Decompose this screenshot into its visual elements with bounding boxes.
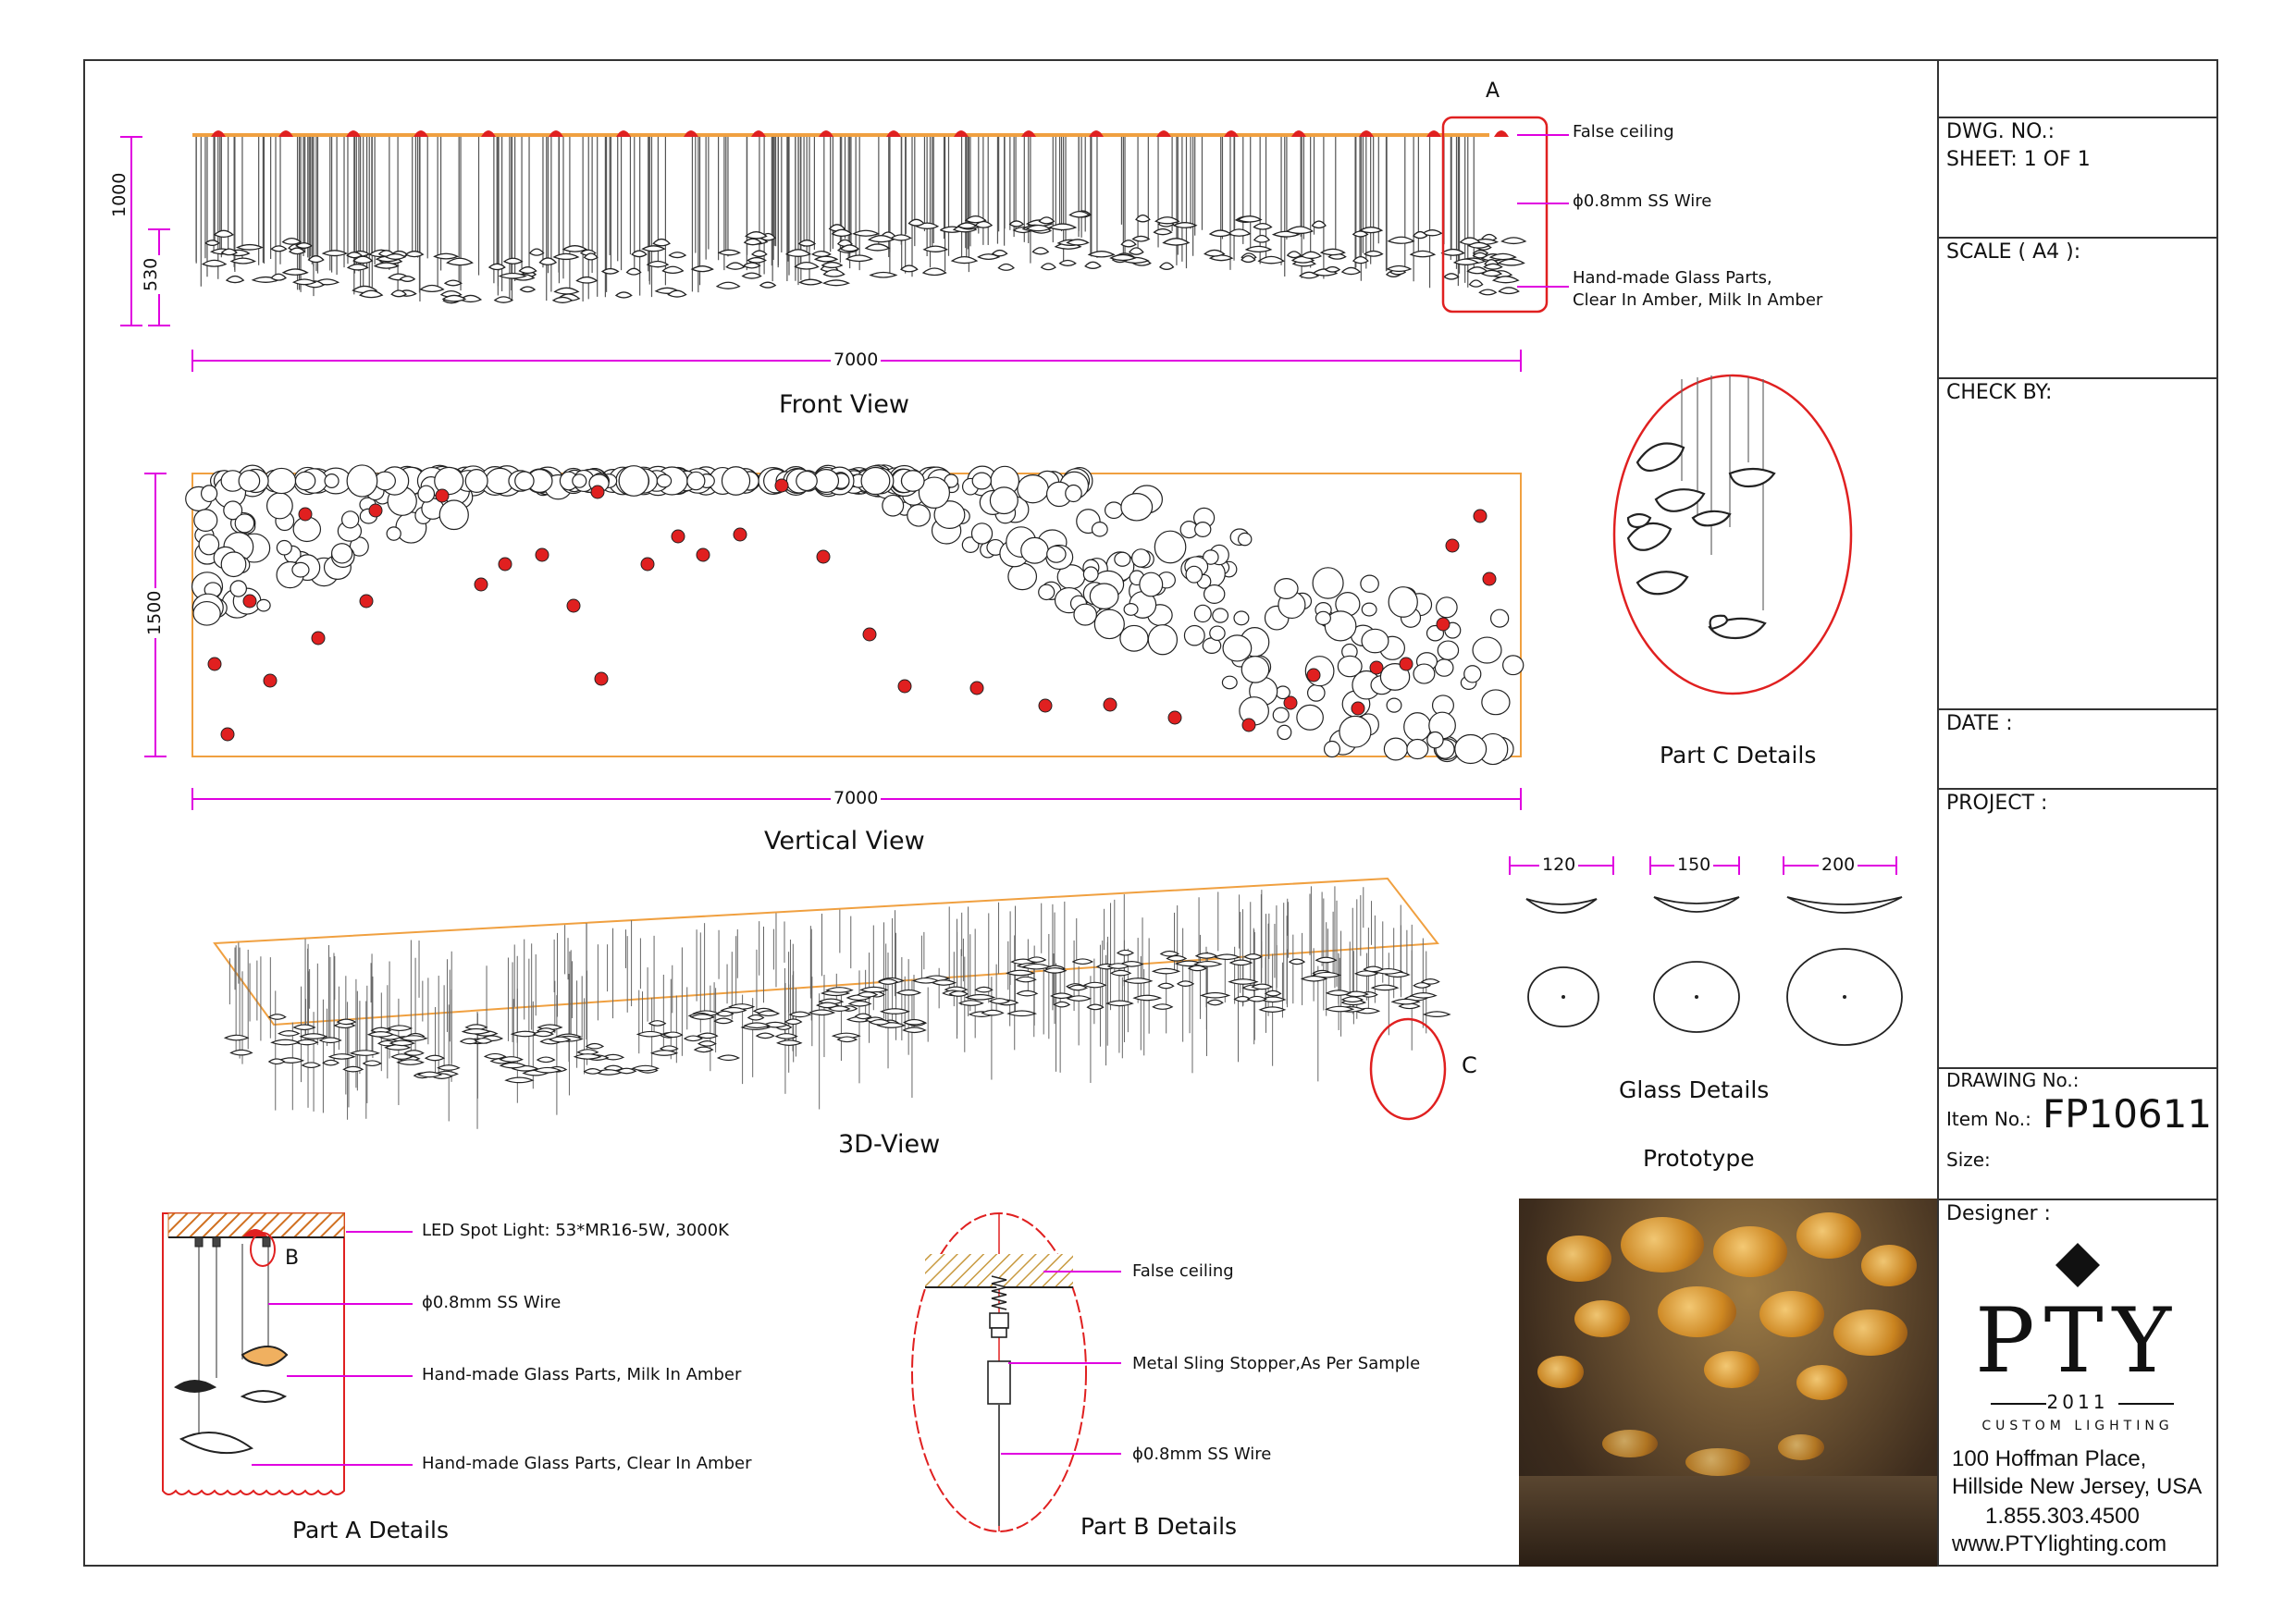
logo-text: PTY <box>1975 1289 2180 1393</box>
part-a-drawing <box>162 1212 413 1495</box>
3d-view-title: 3D-View <box>838 1130 941 1159</box>
3d-view-drawing <box>213 877 1451 1129</box>
part-b-wire-label: ϕ0.8mm SS Wire <box>1132 1445 1272 1464</box>
logo-tagline: CUSTOM LIGHTING <box>1981 1419 2174 1433</box>
drawing-no-label: DRAWING No.: <box>1946 1069 2080 1091</box>
vertical-width-dim: 7000 <box>831 788 882 808</box>
glass-size-200: 200 <box>1819 855 1858 875</box>
part-b-drawing <box>911 1212 1121 1532</box>
phone: 1.855.303.4500 <box>1985 1504 2140 1529</box>
front-glass-height-dim: 530 <box>141 254 161 294</box>
front-glass-label-1: Hand-made Glass Parts, <box>1573 268 1772 288</box>
website-link[interactable]: www.PTYlighting.com <box>1952 1531 2167 1556</box>
front-height-dim: 1000 <box>109 169 130 220</box>
sheet-label: SHEET: 1 OF 1 <box>1946 148 2091 171</box>
front-glass-label-2: Clear In Amber, Milk In Amber <box>1573 290 1823 310</box>
front-view-title: Front View <box>779 390 909 419</box>
part-a-title: Part A Details <box>292 1517 450 1543</box>
address-line-1: 100 Hoffman Place, <box>1952 1446 2147 1471</box>
logo-diamond-icon <box>2055 1243 2100 1287</box>
glass-size-150: 150 <box>1674 855 1714 875</box>
front-wire-label: ϕ0.8mm SS Wire <box>1573 191 1712 211</box>
project-label: PROJECT : <box>1946 792 2048 815</box>
size-label: Size: <box>1946 1149 1991 1171</box>
glass-details-title: Glass Details <box>1619 1076 1770 1103</box>
part-b-stopper-label: Metal Sling Stopper,As Per Sample <box>1132 1354 1421 1373</box>
vertical-view-title: Vertical View <box>764 827 925 855</box>
designer-label: Designer : <box>1946 1202 2051 1225</box>
front-view-drawing <box>120 116 1569 372</box>
part-b-false-ceiling-label: False ceiling <box>1132 1261 1234 1281</box>
part-a-clear-label: Hand-made Glass Parts, Clear In Amber <box>422 1454 752 1473</box>
date-label: DATE : <box>1946 712 2013 735</box>
front-width-dim: 7000 <box>831 350 882 370</box>
prototype-photo <box>1519 1199 1937 1567</box>
callout-a-letter: A <box>1486 80 1500 103</box>
part-a-wire-label: ϕ0.8mm SS Wire <box>422 1293 562 1312</box>
callout-c-letter: C <box>1462 1052 1477 1078</box>
part-c-drawing <box>1612 374 1853 695</box>
vertical-height-dim: 1500 <box>144 587 165 638</box>
glass-details-drawing <box>1509 856 1903 1046</box>
drawing-frame <box>83 59 2218 1567</box>
logo-year: 2011 <box>2046 1391 2109 1413</box>
title-block: DWG. NO.: SHEET: 1 OF 1 SCALE ( A4 ): CH… <box>1937 59 2218 1567</box>
part-b-title: Part B Details <box>1080 1513 1238 1540</box>
callout-b-letter: B <box>285 1247 300 1270</box>
part-c-title: Part C Details <box>1660 742 1817 768</box>
vertical-view-drawing <box>144 464 1524 810</box>
check-by-label: CHECK BY: <box>1946 381 2053 404</box>
front-false-ceiling-label: False ceiling <box>1573 122 1674 141</box>
item-no-label: Item No.: <box>1946 1108 2031 1130</box>
part-a-led-label: LED Spot Light: 53*MR16-5W, 3000K <box>422 1221 729 1240</box>
dwg-no-label: DWG. NO.: <box>1946 120 2055 143</box>
glass-size-120: 120 <box>1539 855 1579 875</box>
prototype-title: Prototype <box>1643 1145 1755 1172</box>
scale-label: SCALE ( A4 ): <box>1946 240 2081 264</box>
item-no-value: FP10611 <box>2043 1091 2213 1137</box>
callout-a-box <box>1441 116 1549 314</box>
part-a-milk-label: Hand-made Glass Parts, Milk In Amber <box>422 1365 742 1384</box>
address-line-2: Hillside New Jersey, USA <box>1952 1474 2203 1499</box>
